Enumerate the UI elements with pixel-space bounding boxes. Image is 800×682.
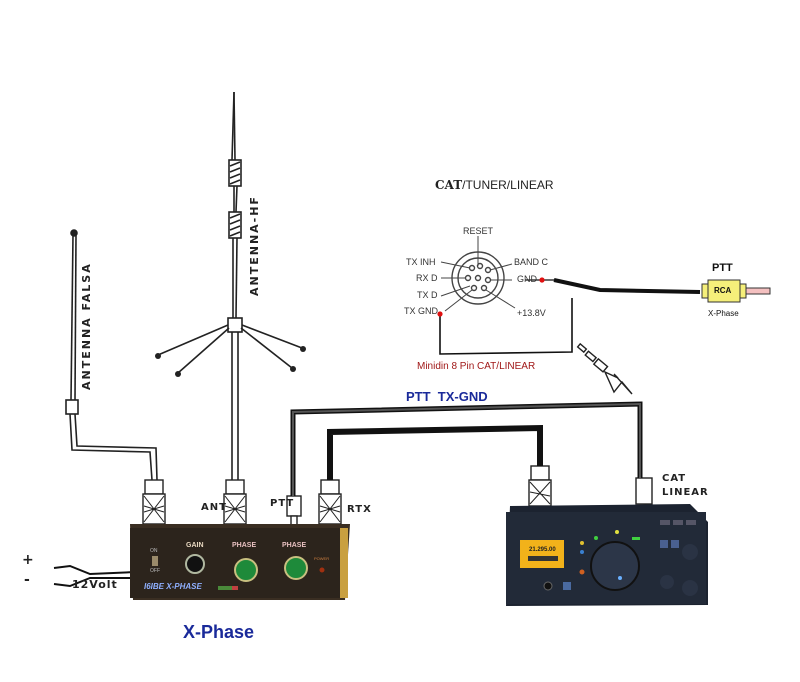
phase1-label: PHASE <box>232 542 257 549</box>
arrow-icon <box>576 342 633 395</box>
power-led-label: POWER <box>314 556 330 561</box>
pin-13-8v: +13.8V <box>517 308 546 318</box>
pin-tx-d: TX D <box>417 290 438 300</box>
hf-antenna <box>157 91 303 480</box>
cat-linear-label: CAT LINEAR <box>662 472 709 500</box>
switch-on-label: ON <box>150 548 158 554</box>
cat-linear-line2: LINEAR <box>662 487 709 498</box>
power-plus: + <box>22 552 35 568</box>
transceiver <box>506 504 708 606</box>
rca-plug-label: RCA <box>714 286 732 295</box>
hf-antenna-label: ANTENNA-HF <box>248 195 261 296</box>
page-title: X-Phase <box>183 622 255 642</box>
rca-plug <box>701 279 771 303</box>
ant-label: ANT <box>201 502 227 513</box>
radio-display-frequency: 21.295.00 <box>529 547 556 553</box>
pin-gnd: GND <box>517 274 537 284</box>
fake-antenna-label: ANTENNA FALSA <box>80 262 93 390</box>
phase2-label: PHASE <box>282 542 307 549</box>
ptt-txgnd-cable-label: PTT TX-GND <box>406 389 488 404</box>
gain-label: GAIN <box>186 542 204 549</box>
ptt-label: PTT <box>270 498 295 509</box>
pin-dot-gnd <box>539 277 545 283</box>
pin-dot-txgnd <box>437 311 443 317</box>
fake-antenna <box>65 229 158 481</box>
ptt-plug-title: PTT <box>712 262 733 274</box>
power-voltage: 12Volt <box>72 578 118 591</box>
power-minus: - <box>24 572 31 588</box>
minidin-connector <box>440 236 516 312</box>
cat-header-rest: /TUNER/LINEAR <box>462 178 554 192</box>
connectors <box>142 465 653 527</box>
ptt-plug-sub: X-Phase <box>708 309 739 318</box>
minidin-caption: Minidin 8 Pin CAT/LINEAR <box>417 361 536 372</box>
hf-antenna-radials <box>155 346 306 377</box>
cat-linear-line1: CAT <box>662 473 687 484</box>
switch-off-label: OFF <box>150 568 160 574</box>
device-brand: I6IBE X-PHASE <box>144 582 202 591</box>
cat-header: CAT/TUNER/LINEAR <box>435 178 554 192</box>
cables <box>53 278 701 588</box>
xphase-box <box>130 524 350 600</box>
pin-rx-d: RX D <box>416 273 438 283</box>
pin-band-c: BAND C <box>514 257 549 267</box>
pin-tx-gnd: TX GND <box>404 306 439 316</box>
rtx-label: RTX <box>347 504 372 515</box>
cat-header-bold: CAT <box>435 178 463 192</box>
pin-reset: RESET <box>463 226 494 236</box>
pin-tx-inh: TX INH <box>406 257 436 267</box>
